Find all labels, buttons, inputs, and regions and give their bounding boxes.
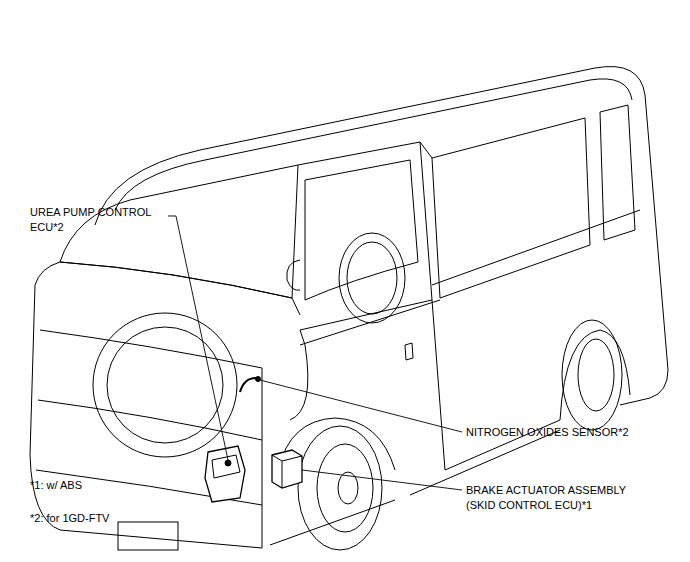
- part-label: UREA PUMP CONTROL ECU*2: [30, 205, 165, 235]
- footnote: *2: for 1GD-FTV: [30, 511, 180, 526]
- part-label: BRAKE ACTUATOR ASSEMBLY (SKID CONTROL EC…: [466, 483, 644, 513]
- footnote: *1: w/ ABS: [30, 478, 180, 493]
- part-label: NITROGEN OXIDES SENSOR*2: [466, 425, 666, 440]
